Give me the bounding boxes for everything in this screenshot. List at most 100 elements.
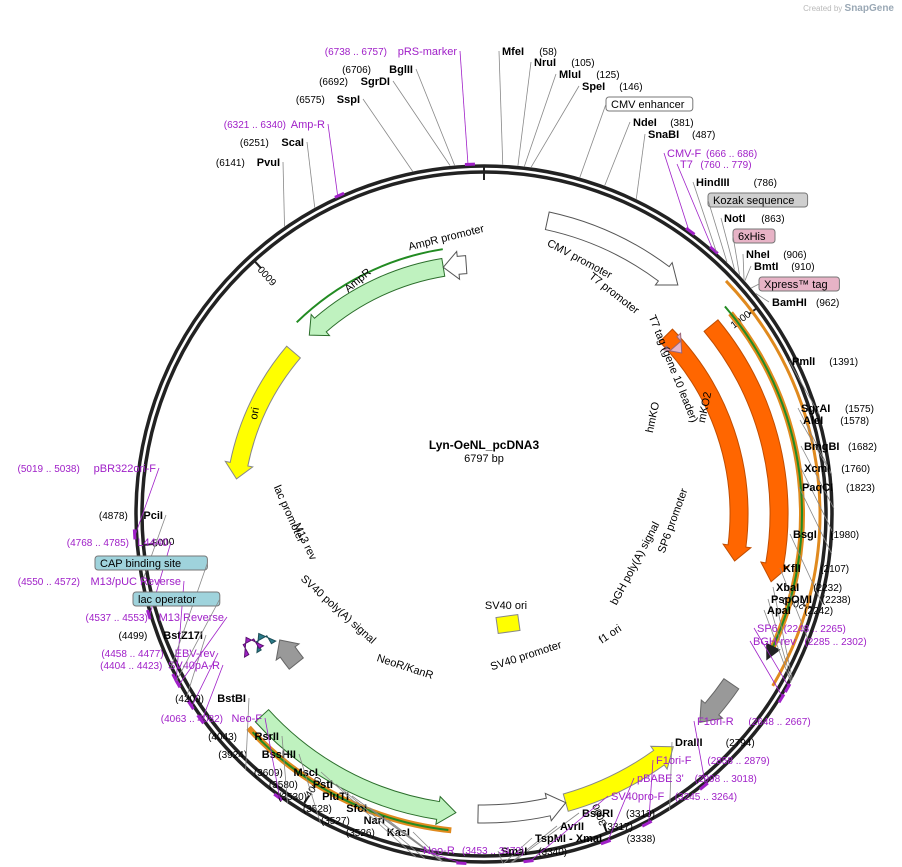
feature-tag-label: CMV enhancer [611, 99, 685, 111]
leader-line [720, 217, 735, 270]
leader-line [800, 445, 835, 509]
feature-arrow-ampr [308, 257, 446, 337]
leader-line [744, 265, 752, 281]
leader-line [648, 759, 654, 823]
site-position: (1980) [830, 530, 859, 541]
site-position: (3317) [604, 822, 633, 833]
site-position: (58) [539, 47, 557, 58]
leader-line [306, 141, 316, 208]
leader-line [693, 720, 706, 786]
site-name: NheI [746, 249, 770, 261]
primer-prs-marker: pRS-marker(6738 .. 6757) [325, 46, 458, 58]
site-name: NotI [724, 213, 745, 225]
leader-line [510, 825, 558, 864]
leader-line [530, 85, 580, 168]
leader-line [732, 235, 740, 275]
feature-line-outer-orange [724, 279, 822, 687]
primer-mark [523, 858, 534, 864]
site-name: PstI [313, 779, 333, 791]
site-position: (1682) [848, 442, 877, 453]
site-noti: NotI(863) [724, 213, 785, 225]
site-nari: NarI(3527) [321, 815, 385, 827]
site-bsgi: BsgI(1980) [793, 529, 859, 541]
leader-line [676, 163, 713, 250]
site-sgrdi: SgrDI(6692) [319, 76, 390, 88]
primer-position: (4768 .. 4785) [67, 538, 129, 549]
annotation-labels: MfeI(58)NruI(105)MluI(125)SpeI(146)NdeI(… [18, 46, 877, 864]
feature-label-sv40-ori: SV40 ori [485, 600, 527, 612]
site-position: (6706) [342, 65, 371, 76]
primer-position: (2248 .. 2265) [784, 624, 846, 635]
ring-tick-mark [143, 542, 154, 546]
site-position: (2242) [804, 606, 833, 617]
primer-marks [132, 162, 792, 866]
leader-line [298, 753, 321, 824]
primer-position: (4458 .. 4477) [101, 649, 163, 660]
leader-line [327, 123, 339, 197]
primer-position: (760 .. 779) [700, 160, 751, 171]
site-position: (105) [571, 58, 594, 69]
site-draiii: DraIII(2794) [675, 737, 755, 749]
site-apai: ApaI(2242) [767, 605, 833, 617]
leader-line [749, 640, 783, 697]
feature-box-m13-rev [242, 636, 265, 659]
leader-line [498, 50, 504, 165]
leader-line [415, 68, 455, 166]
primer-t7: T7(760 .. 779) [680, 159, 752, 171]
feature-arrow-ori [224, 345, 302, 480]
site-position: (146) [619, 82, 642, 93]
primer-ebv-rev: EBV-rev(4458 .. 4477) [101, 648, 215, 660]
feature-tag-cmv-enhancer: CMV enhancer [605, 96, 694, 112]
feature-tag-6xhis: 6xHis [732, 228, 776, 244]
primer-position: (4537 .. 4553) [86, 613, 148, 624]
primer-name: SV40pro-F [611, 791, 664, 803]
primer-name: Amp-R [291, 119, 325, 131]
primer-name: SP6 [757, 623, 778, 635]
feature-tag-label: Kozak sequence [713, 195, 794, 207]
primer-amp-r: Amp-R(6321 .. 6340) [224, 119, 325, 131]
site-rsrii: RsrII(4043) [208, 731, 279, 743]
feature-arrow-neor-kanr [254, 708, 457, 826]
site-bglii: BglII(6706) [342, 64, 413, 76]
site-position: (2238) [822, 595, 851, 606]
primer-name: BGH-rev [753, 636, 796, 648]
primer-name: M13 Reverse [159, 612, 224, 624]
leader-line [789, 533, 823, 604]
primer-sv40pa-r: SV40pA-R(4404 .. 4423) [100, 660, 220, 672]
site-position: (1823) [846, 483, 875, 494]
primer-pbabe-3: pBABE 3'(2998 .. 3018) [637, 773, 757, 785]
leader-line [419, 849, 464, 864]
primer-mark [641, 819, 653, 828]
primer-mark [132, 529, 137, 540]
site-name: BstBI [217, 693, 246, 705]
leader-line [755, 293, 770, 303]
primer-mark [334, 191, 345, 199]
feature-arrow-cmv-promoter [544, 211, 679, 286]
site-position: (1578) [840, 416, 869, 427]
feature-label-bgh-poly-a-signal: bGH poly(A) signal [608, 520, 662, 607]
feature-label-f1-ori: f1 ori [597, 623, 624, 647]
ring-ticks: 100020003000400050006000 [143, 260, 814, 834]
primer-neo-r: Neo-R(3453 .. 3472) [423, 845, 524, 857]
feature-arrow-hmko [658, 328, 753, 562]
site-hindiii: HindIII(786) [696, 177, 777, 189]
primer-mark [699, 781, 709, 791]
site-name: SgrAI [801, 403, 830, 415]
feature-tag-cap-binding-site: CAP binding site [94, 555, 208, 571]
site-pcii: PciI(4878) [99, 510, 163, 522]
primer-mark [685, 227, 696, 236]
site-name: BamHI [772, 297, 807, 309]
leader-line [635, 133, 646, 199]
feature-label-t7-promoter: T7 promoter [587, 270, 642, 317]
primer-mark [186, 699, 195, 710]
leader-line [742, 253, 745, 280]
leader-line [707, 199, 728, 263]
feature-arrows [224, 211, 822, 834]
primer-mark [456, 861, 467, 866]
snapgene-watermark: Created by SnapGene [803, 3, 894, 14]
site-position: (3580) [269, 780, 298, 791]
feature-label-sp6-promoter: SP6 promoter [656, 487, 691, 555]
primer-mark [783, 683, 792, 693]
site-name: NdeI [633, 117, 657, 129]
feature-arrow-sv40-promoter [477, 792, 567, 824]
